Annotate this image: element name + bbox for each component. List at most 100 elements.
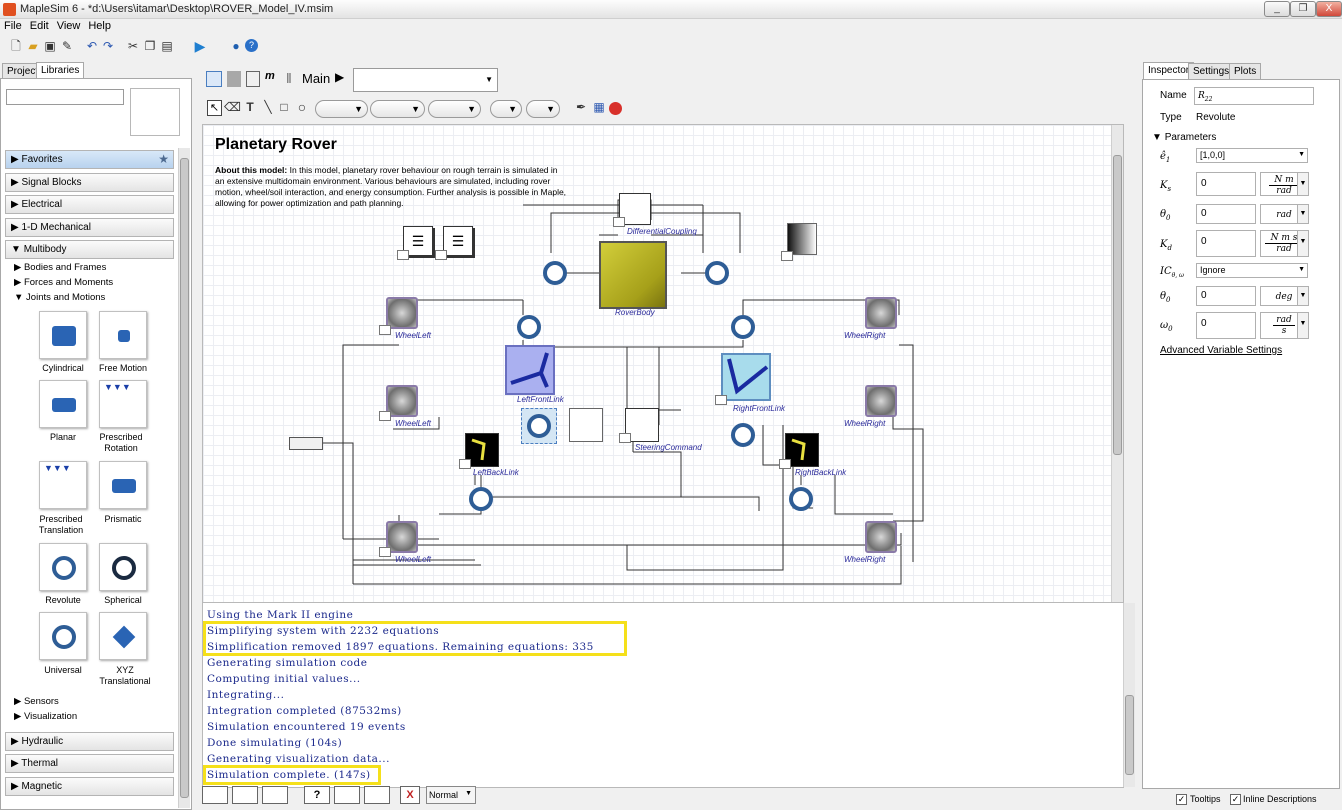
chevron-down-icon[interactable]: ▼ [1297,230,1309,257]
selected-joint-block[interactable] [521,408,557,444]
menu-view[interactable]: View [56,20,81,32]
grid-view-icon[interactable] [227,71,241,87]
tab-settings[interactable]: Settings [1188,63,1235,79]
star-icon[interactable]: ★ [158,152,169,166]
category-1d-mechanical[interactable]: ▶ 1-D Mechanical [5,218,174,237]
scrollbar-thumb[interactable] [180,158,189,798]
maximize-button[interactable]: ❐ [1290,1,1316,17]
tooltips-checkbox[interactable]: ✓ [1176,794,1187,805]
param-theta0-field[interactable]: 0 [1196,204,1256,224]
redo-icon[interactable]: ↷ [102,39,114,53]
breadcrumb-main[interactable]: Main [302,71,331,86]
new-file-icon[interactable]: 🗋 [11,39,21,53]
revolute-joint-icon[interactable] [543,261,567,285]
align-dropdown[interactable]: ▼ [490,100,522,118]
canvas-scrollbar[interactable] [1111,125,1123,643]
line-width-dropdown[interactable]: ▼ [428,100,481,118]
pointer-tool-icon[interactable]: ↖ [207,100,222,116]
param-omega0-field[interactable]: 0 [1196,312,1256,339]
category-electrical[interactable]: ▶ Electrical [5,195,174,214]
paste-icon[interactable]: ▤ [161,39,173,53]
table-block-icon[interactable] [569,408,603,442]
universal-joint-icon[interactable] [39,612,87,660]
library-search-input[interactable] [6,89,124,105]
structure-view-icon[interactable] [202,786,228,804]
spherical-joint-icon[interactable] [99,543,147,591]
block-selector-icon[interactable] [379,325,391,335]
category-hydraulic[interactable]: ▶ Hydraulic [5,732,174,751]
xyz-translational-icon[interactable] [99,612,147,660]
parameters-heading[interactable]: ▼ Parameters [1152,132,1216,143]
console-scrollbar[interactable] [1123,603,1135,787]
category-magnetic[interactable]: ▶ Magnetic [5,777,174,796]
block-selector-icon[interactable] [379,411,391,421]
category-thermal[interactable]: ▶ Thermal [5,754,174,773]
close-window-button[interactable]: X [1316,1,1342,17]
block-selector-icon[interactable] [715,395,727,405]
library-scrollbar[interactable] [178,148,190,808]
revolute-joint-icon[interactable] [39,543,87,591]
eraser-tool-icon[interactable]: ⌫ [224,100,241,114]
category-favorites[interactable]: ▶ Favorites★ [5,150,174,169]
rotate-dropdown[interactable]: ▼ [526,100,560,118]
param-theta0-unit[interactable]: rad [1260,204,1308,224]
wheel-left-3-block[interactable] [386,521,418,553]
subsystem-dropdown[interactable]: ▼ [353,68,498,92]
pen-tool-icon[interactable]: ✒ [575,100,587,114]
prescribed-translation-icon[interactable]: ▼▼▼ [39,461,87,509]
block-selector-icon[interactable] [435,250,447,260]
subcategory-sensors[interactable]: ▶ Sensors [14,696,59,707]
terrain-input-block[interactable] [289,437,323,450]
rectangle-tool-icon[interactable]: □ [280,100,288,114]
document-block-icon[interactable]: ☰ [443,226,473,256]
chevron-down-icon[interactable]: ▼ [1297,312,1309,339]
scrollbar-thumb[interactable] [1113,155,1122,455]
console-view-icon[interactable] [334,786,360,804]
equation-view-icon[interactable]: m [265,70,275,82]
right-front-link-block[interactable] [721,353,771,401]
planar-joint-icon[interactable] [39,380,87,428]
undo-icon[interactable]: ↶ [86,39,98,53]
menu-file[interactable]: File [4,20,22,32]
chevron-down-icon[interactable]: ▼ [1297,204,1309,224]
param-ic-dropdown[interactable]: Ignore▼ [1196,263,1308,278]
tab-plots[interactable]: Plots [1229,63,1262,79]
category-multibody[interactable]: ▼ Multibody [5,240,174,259]
text-tool-icon[interactable]: T [246,100,254,114]
chevron-down-icon[interactable]: ▼ [1297,172,1309,196]
tab-inspector[interactable]: Inspector [1143,62,1195,79]
block-selector-icon[interactable] [379,547,391,557]
help-view-icon[interactable]: ? [304,786,330,804]
tab-libraries[interactable]: Libraries [36,62,85,79]
open-folder-icon[interactable]: ▰ [28,39,38,53]
copy-icon[interactable]: ❐ [144,39,156,53]
attach-icon[interactable]: ✎ [61,39,73,53]
menu-help[interactable]: Help [88,20,111,32]
prescribed-rotation-icon[interactable]: ▼▼▼ [99,380,147,428]
revolute-joint-icon[interactable] [517,315,541,339]
line-style-dropdown[interactable]: ▼ [315,100,368,118]
model-canvas[interactable]: Planetary Rover About this model: In thi… [202,124,1124,644]
grid-settings-icon[interactable]: ▦ [593,100,605,114]
scrollbar-thumb[interactable] [1125,695,1134,775]
verbosity-dropdown[interactable]: Normal▼ [426,786,476,804]
chat-icon[interactable]: ● [232,39,240,53]
left-front-link-block[interactable] [505,345,555,395]
wheel-right-3-block[interactable] [865,521,897,553]
revolute-joint-icon[interactable] [705,261,729,285]
block-selector-icon[interactable] [619,433,631,443]
chevron-down-icon[interactable]: ▼ [1297,286,1309,306]
message-console[interactable]: Using the Mark II engine Simplifying sys… [202,602,1135,788]
revolute-joint-icon[interactable] [731,423,755,447]
diagram-view-icon[interactable] [206,71,222,87]
run-simulation-icon[interactable]: ▶ [194,38,206,54]
advanced-variable-settings-link[interactable]: Advanced Variable Settings [1160,345,1283,356]
revolute-joint-icon[interactable] [469,487,493,511]
block-selector-icon[interactable] [779,459,791,469]
block-selector-icon[interactable] [397,250,409,260]
rover-body-block[interactable] [599,241,667,309]
prismatic-joint-icon[interactable] [99,461,147,509]
param-e1-dropdown[interactable]: [1,0,0]▼ [1196,148,1308,163]
block-selector-icon[interactable] [781,251,793,261]
category-signal-blocks[interactable]: ▶ Signal Blocks [5,173,174,192]
